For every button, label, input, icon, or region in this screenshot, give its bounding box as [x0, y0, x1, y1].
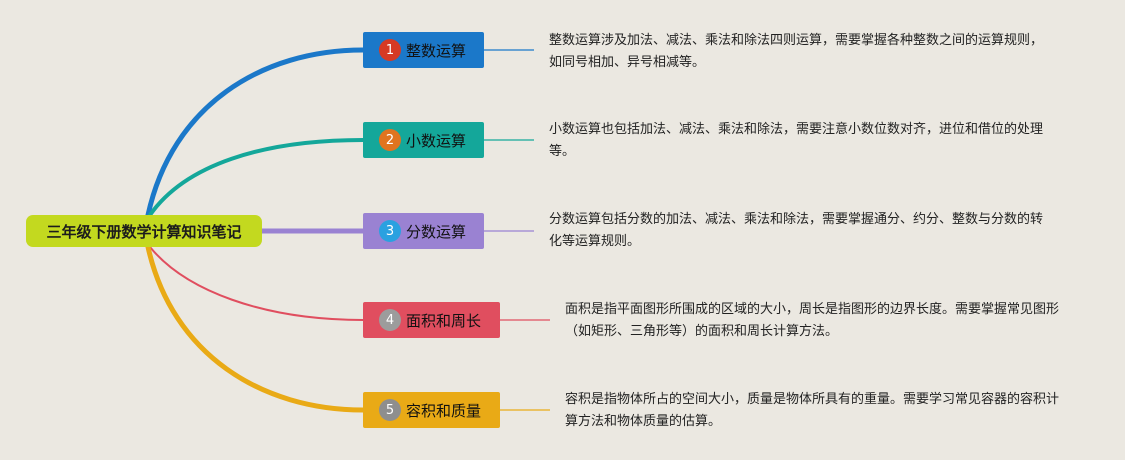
topic-integer-operations[interactable]: 1 整数运算 [363, 32, 484, 68]
topic-description-4: 面积是指平面图形所围成的区域的大小，周长是指图形的边界长度。需要掌握常见图形（如… [565, 302, 1060, 339]
topic-decimal-operations[interactable]: 2 小数运算 [363, 122, 484, 158]
number-badge-2: 2 [379, 129, 401, 151]
topic-title: 小数运算 [406, 131, 467, 150]
branch-curve-5 [145, 244, 366, 413]
topic-area-perimeter[interactable]: 4 面积和周长 [363, 302, 500, 338]
branch-curve-2 [148, 138, 365, 217]
topic-fraction-operations[interactable]: 3 分数运算 [363, 213, 484, 249]
topic-description-5: 容积是指物体所占的空间大小，质量是物体所具有的重量。需要学习常见容器的容积计算方… [565, 392, 1060, 429]
topic-title: 容积和质量 [406, 401, 482, 420]
number-badge-3: 3 [379, 220, 401, 242]
root-topic[interactable]: 三年级下册数学计算知识笔记 [26, 215, 262, 247]
topic-description-3: 分数运算包括分数的加法、减法、乘法和除法，需要掌握通分、约分、整数与分数的转化等… [549, 212, 1044, 249]
root-topic-label: 三年级下册数学计算知识笔记 [46, 222, 242, 241]
branch-curve-1 [145, 47, 366, 218]
number-badge-5: 5 [379, 399, 401, 421]
topic-description-1: 整数运算涉及加法、减法、乘法和除法四则运算，需要掌握各种整数之间的运算规则，如同… [549, 33, 1044, 70]
topic-title: 面积和周长 [406, 311, 482, 330]
branch-curve-4 [149, 246, 364, 321]
topic-description-2: 小数运算也包括加法、减法、乘法和除法，需要注意小数位数对齐，进位和借位的处理等。 [549, 122, 1044, 159]
topic-volume-mass[interactable]: 5 容积和质量 [363, 392, 500, 428]
number-badge-1: 1 [379, 39, 401, 61]
number-badge-4: 4 [379, 309, 401, 331]
topic-title: 整数运算 [406, 41, 467, 60]
topic-title: 分数运算 [406, 222, 467, 241]
